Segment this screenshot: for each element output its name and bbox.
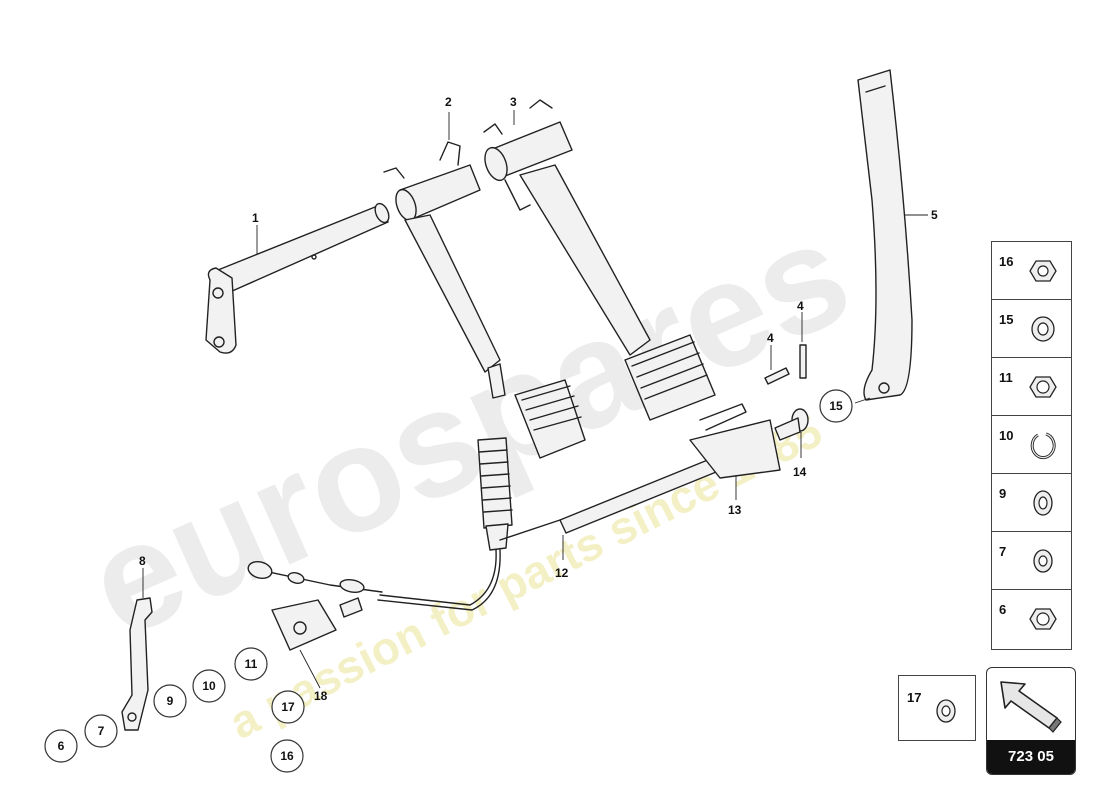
part-bracket (121, 597, 153, 731)
part-pedal-left (383, 141, 586, 459)
callout-13: 13 (728, 503, 742, 517)
callout-14: 14 (793, 465, 807, 479)
callout-4a: 4 (767, 331, 774, 345)
callout-10: 10 (202, 679, 216, 693)
washer-icon (1033, 490, 1053, 516)
washer-icon (1033, 549, 1053, 573)
callout-3: 3 (510, 95, 517, 109)
callout-11: 11 (245, 657, 258, 671)
callout-12: 12 (555, 566, 569, 580)
callout-1: 1 (252, 211, 259, 225)
legend-number: 10 (999, 428, 1014, 443)
callout-16: 16 (280, 749, 294, 763)
part-pins (764, 344, 807, 385)
legend-number: 16 (999, 254, 1014, 269)
callout-17: 17 (281, 700, 295, 714)
arrow-icon (1000, 681, 1062, 733)
legend-number: 9 (999, 486, 1007, 501)
next-diagram-button[interactable]: 723 05 (986, 667, 1076, 775)
part-rod-bracket (499, 403, 809, 541)
legend-number: 7 (999, 544, 1007, 559)
legend-row[interactable]: 16 (992, 242, 1071, 300)
callout-4b: 4 (797, 299, 804, 313)
part-master-cylinder (271, 437, 513, 651)
legend-row[interactable]: 9 (992, 474, 1071, 532)
part-hose (247, 560, 383, 593)
legend-row[interactable]: 15 (992, 300, 1071, 358)
nut-icon (1029, 260, 1057, 282)
callout-15: 15 (829, 399, 843, 413)
legend-number: 11 (999, 370, 1013, 385)
hardware-legend: 16 15 11 10 9 7 (991, 241, 1072, 650)
washer-icon (1031, 316, 1055, 342)
part-shaft (205, 202, 390, 354)
callout-2: 2 (445, 95, 452, 109)
legend-row[interactable]: 7 (992, 532, 1071, 590)
callout-9: 9 (167, 694, 174, 708)
leader-lines (142, 110, 928, 689)
legend-extra[interactable]: 17 (898, 675, 976, 741)
legend-row[interactable]: 6 (992, 590, 1071, 648)
legend-row[interactable]: 10 (992, 416, 1071, 474)
callout-5: 5 (931, 208, 938, 222)
circlip-icon (1030, 432, 1056, 460)
diagram-code: 723 05 (987, 740, 1075, 774)
legend-row[interactable]: 11 (992, 358, 1071, 416)
nut-icon (1029, 608, 1057, 630)
callout-6: 6 (58, 739, 65, 753)
callout-18: 18 (314, 689, 328, 703)
legend-number: 17 (907, 690, 922, 705)
callout-8: 8 (139, 554, 146, 568)
callout-7: 7 (98, 724, 105, 738)
part-foot-rest (857, 69, 913, 401)
nut-icon (1029, 376, 1057, 398)
circled-callouts: 6 7 9 10 11 15 16 17 (44, 389, 853, 773)
washer-icon (936, 699, 956, 723)
legend-number: 6 (999, 602, 1007, 617)
legend-number: 15 (999, 312, 1014, 327)
callout-labels: 1 2 3 4 4 5 8 12 13 14 18 (139, 95, 938, 703)
part-pedal-right (483, 99, 716, 421)
